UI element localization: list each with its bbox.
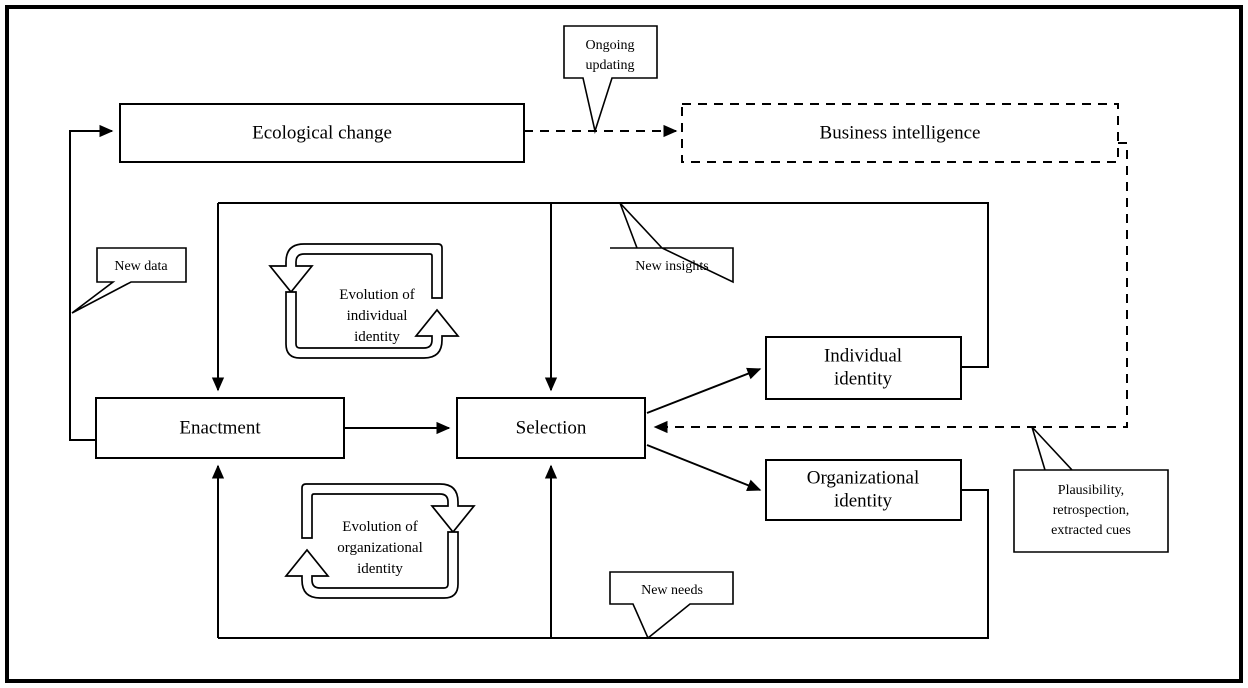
box-organizational-identity-label-line1: Organizational — [807, 467, 920, 488]
cycle-organizational-label-line3: identity — [357, 561, 403, 577]
connector-enactment-to-ecological-change — [69, 124, 114, 441]
box-selection-rect — [456, 397, 646, 459]
callout-plausibility-line3: extracted cues — [1051, 523, 1131, 538]
callout-new-insights-shape — [610, 202, 734, 284]
connector-business-intelligence-to-selection — [653, 142, 1128, 434]
cycle-individual-label-line3: identity — [354, 329, 400, 345]
box-enactment[interactable]: Enactment — [95, 397, 345, 459]
box-organizational-identity-rect — [765, 459, 962, 521]
cycle-evolution-organizational-identity[interactable]: Evolution of organizational identity — [284, 483, 476, 599]
box-enactment-rect — [95, 397, 345, 459]
callout-ongoing-updating-line1: Ongoing — [586, 38, 635, 53]
callout-new-data[interactable]: New data — [71, 247, 187, 314]
callout-new-insights-line1: New insights — [635, 259, 709, 274]
connector-selection-to-individual-identity — [646, 367, 762, 414]
cycle-organizational-lower-ribbon — [284, 531, 459, 599]
box-ecological-change-rect — [119, 103, 525, 163]
callout-new-needs-line1: New needs — [641, 583, 703, 598]
box-business-intelligence-rect — [681, 103, 1119, 163]
cycle-evolution-individual-identity[interactable]: Evolution of individual identity — [268, 243, 460, 359]
connector-bottom-return-horizontal — [218, 489, 989, 639]
callout-plausibility[interactable]: Plausibility, retrospection, extracted c… — [1013, 426, 1169, 553]
outer-frame — [5, 5, 1243, 683]
box-business-intelligence-label: Business intelligence — [820, 122, 981, 143]
cycle-individual-label-line1: Evolution of — [339, 287, 414, 303]
callout-ongoing-updating[interactable]: Ongoing updating — [563, 25, 658, 135]
callout-new-data-line1: New data — [114, 259, 168, 274]
callout-new-insights[interactable]: New insights — [610, 202, 734, 284]
callout-ongoing-updating-line2: updating — [586, 58, 635, 73]
callout-ongoing-updating-shape — [563, 25, 658, 135]
box-selection-label: Selection — [516, 417, 587, 438]
connector-selection-to-organizational-identity — [646, 444, 762, 492]
box-ecological-change[interactable]: Ecological change — [119, 103, 525, 163]
box-individual-identity-label-line2: identity — [834, 368, 893, 389]
box-individual-identity-label-line1: Individual — [824, 345, 902, 366]
cycle-individual-label-line2: individual — [347, 308, 408, 324]
box-ecological-change-label: Ecological change — [252, 122, 392, 143]
callout-plausibility-shape — [1013, 426, 1169, 553]
callout-new-data-shape — [71, 247, 187, 314]
callout-new-needs[interactable]: New needs — [609, 571, 734, 640]
box-selection[interactable]: Selection — [456, 397, 646, 459]
cycle-individual-lower-ribbon — [285, 291, 460, 359]
cycle-individual-upper-ribbon — [268, 243, 443, 299]
connector-top-return-horizontal — [218, 202, 989, 368]
callout-plausibility-line2: retrospection, — [1053, 503, 1130, 518]
cycle-organizational-label-line1: Evolution of — [342, 519, 417, 535]
callout-plausibility-line1: Plausibility, — [1058, 483, 1124, 498]
box-individual-identity[interactable]: Individual identity — [765, 336, 962, 400]
box-enactment-label: Enactment — [179, 417, 261, 438]
cycle-organizational-label-line2: organizational — [337, 540, 423, 556]
callout-new-needs-shape — [609, 571, 734, 640]
cycle-organizational-upper-ribbon — [301, 483, 476, 539]
box-organizational-identity[interactable]: Organizational identity — [765, 459, 962, 521]
box-individual-identity-rect — [765, 336, 962, 400]
box-organizational-identity-label-line2: identity — [834, 490, 893, 511]
box-business-intelligence[interactable]: Business intelligence — [681, 103, 1119, 163]
